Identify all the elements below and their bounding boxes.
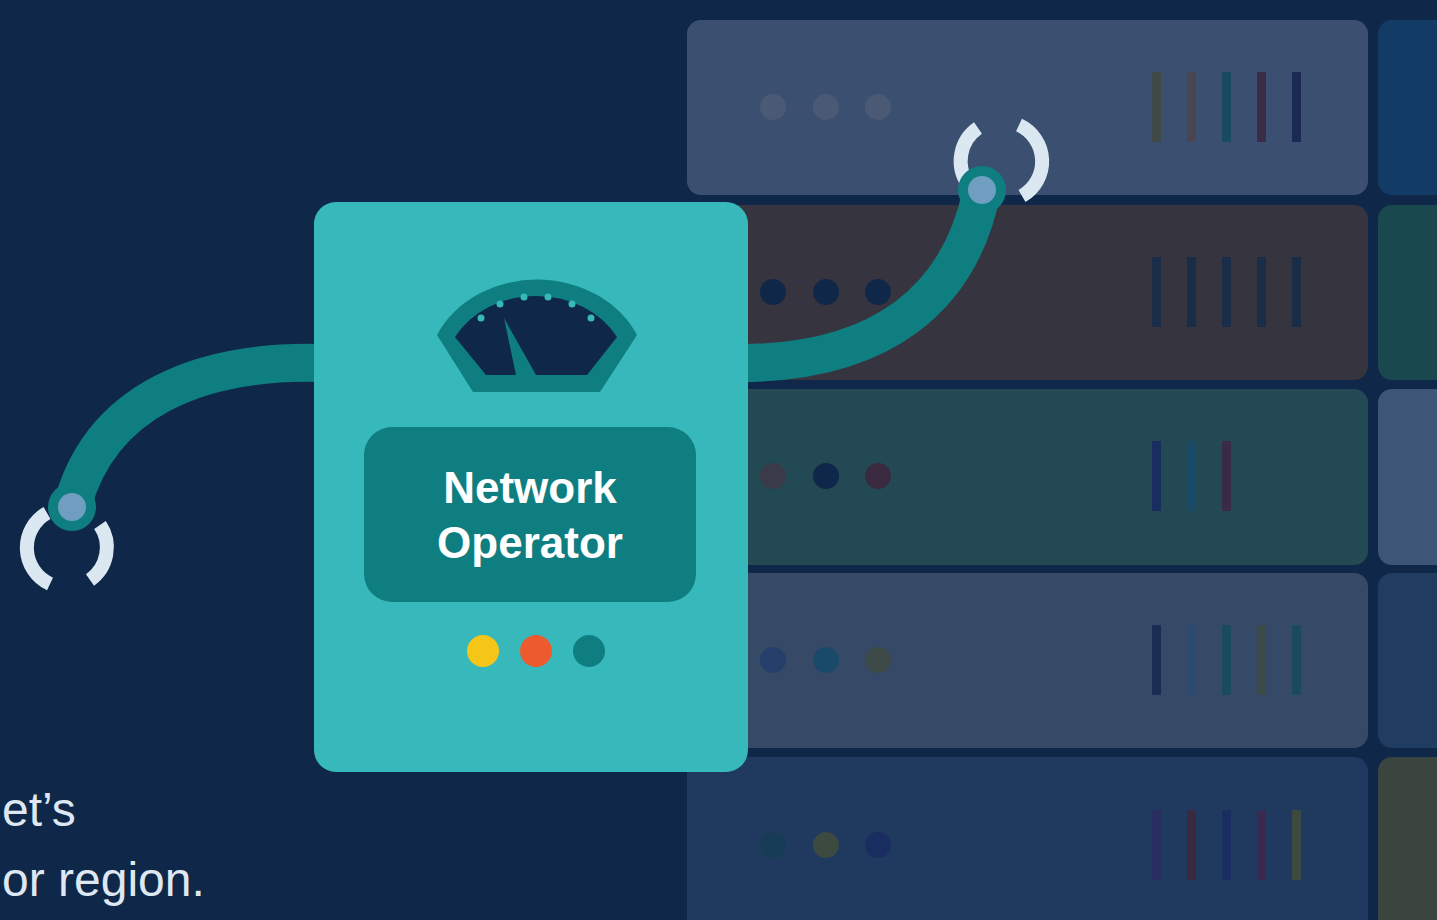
node-title: Network Operator (384, 460, 676, 570)
caption-fragment: et’s (2, 781, 76, 839)
caption-fragment: or region. (2, 851, 205, 909)
operator-label-box: Network Operator (364, 427, 696, 602)
server-rack (687, 20, 1437, 920)
operator-card (314, 202, 748, 772)
